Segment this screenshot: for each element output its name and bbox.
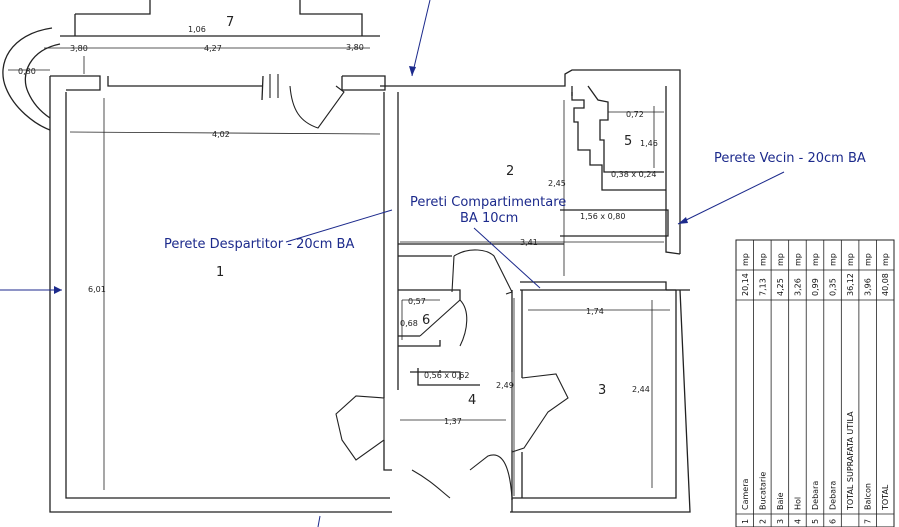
annotation-perete-vecin: Perete Vecin - 20cm BA xyxy=(714,151,866,166)
room-number-4: 4 xyxy=(468,393,476,408)
table-unit: mp xyxy=(741,253,750,266)
balcony-walls xyxy=(60,0,380,37)
outer-wall-top-right xyxy=(341,69,681,254)
table-room-name: Camera xyxy=(741,479,750,510)
table-value: 0,99 xyxy=(811,278,820,296)
table-room-name: Debara xyxy=(811,481,820,510)
table-room-number: 6 xyxy=(829,519,838,524)
dim-bath-tub: 0,38 x 0,24 xyxy=(611,170,656,179)
table-unit: mp xyxy=(776,253,785,266)
dim-room3-width: 1,74 xyxy=(586,307,604,316)
table-room-number: 3 xyxy=(776,519,785,524)
room-number-2: 2 xyxy=(506,164,514,179)
table-room-name: Baie xyxy=(776,492,785,510)
dimension-labels: 1,06 4,27 3,80 3,80 0,80 4,02 6,01 2,45 … xyxy=(18,25,658,426)
room-numbers: 1 2 3 4 5 6 7 xyxy=(216,15,632,408)
doors xyxy=(269,74,569,499)
annotation-perete-despartitor: Perete Despartitor - 20cm BA xyxy=(164,237,354,252)
dimension-lines xyxy=(8,47,670,496)
door-hall-kitchen xyxy=(451,249,513,295)
dim-hall-height: 2,45 xyxy=(548,179,566,188)
table-value: 4,25 xyxy=(776,278,785,296)
table-room-number: 2 xyxy=(758,519,767,524)
room-number-6: 6 xyxy=(422,313,430,328)
table-value: 3,96 xyxy=(864,278,873,296)
dim-pantry-height: 0,68 xyxy=(400,319,418,328)
outer-wall-top xyxy=(50,75,264,101)
dim-balcony-top: 1,06 xyxy=(188,25,206,34)
dim-balcony-width: 4,27 xyxy=(204,44,222,53)
table-value: 3,26 xyxy=(793,278,802,296)
bath-walls xyxy=(571,85,666,191)
closet-box-top xyxy=(560,209,669,237)
room-number-5: 5 xyxy=(624,134,632,149)
dim-room4-width: 1,37 xyxy=(444,417,462,426)
dim-bath-height: 1,46 xyxy=(640,139,658,148)
table-room-name: Bucatarie xyxy=(758,472,767,510)
pantry-inner xyxy=(417,368,480,386)
table-value: 36,12 xyxy=(846,273,855,296)
annotation-ba-10cm: BA 10cm xyxy=(460,211,518,226)
table-unit: mp xyxy=(811,253,820,266)
bottom-wall-right xyxy=(511,290,677,512)
door-pantry xyxy=(419,299,468,347)
door-entrance xyxy=(411,454,513,499)
table-room-name: Hol xyxy=(793,497,802,510)
table-unit: mp xyxy=(758,253,767,266)
table-room-name: Debara xyxy=(829,481,838,510)
dim-balcony-side: 0,80 xyxy=(18,67,36,76)
dim-kitchen-width: 3,41 xyxy=(520,238,538,247)
dim-balcony-right: 3,80 xyxy=(346,43,364,52)
dim-pantry-width: 0,57 xyxy=(408,297,426,306)
table-value: 20,14 xyxy=(741,273,750,296)
room-number-7: 7 xyxy=(226,15,234,30)
table-unit: mp xyxy=(881,253,890,266)
table-value: 0,35 xyxy=(829,278,838,296)
annotations: Perete Vecin - 20cm BA Pereti Compartime… xyxy=(164,151,866,252)
outer-wall-left xyxy=(49,76,392,513)
dim-pantry-box: 0,56 x 0,62 xyxy=(424,371,469,380)
room3-walls xyxy=(511,290,523,500)
door-room1 xyxy=(269,74,345,129)
table-unit: mp xyxy=(864,253,873,266)
dim-room3-height: 2,44 xyxy=(632,385,650,394)
table-room-number: 5 xyxy=(811,519,820,524)
table-value: 40,08 xyxy=(881,273,890,296)
table-room-name: TOTAL SUPRAFATA UTILA xyxy=(846,411,855,511)
table-room-number: 4 xyxy=(793,519,802,524)
table-room-name: TOTAL xyxy=(881,484,890,511)
dim-balcony-left: 3,80 xyxy=(70,44,88,53)
table-room-number: 7 xyxy=(864,519,873,524)
balcony-arc xyxy=(2,27,61,131)
pantry-walls xyxy=(398,289,461,380)
door-bath xyxy=(511,372,569,453)
table-unit: mp xyxy=(829,253,838,266)
annotation-arrows xyxy=(0,0,785,527)
table-unit: mp xyxy=(793,253,802,266)
room-number-3: 3 xyxy=(598,383,606,398)
annotation-pereti-compartimentare: Pereti Compartimentare xyxy=(410,195,566,210)
room-number-1: 1 xyxy=(216,265,224,280)
dim-bath-box: 1,56 x 0,80 xyxy=(580,212,625,221)
table-unit: mp xyxy=(846,253,855,266)
dim-bath-width: 0,72 xyxy=(626,110,644,119)
kitchen-bottom-wall xyxy=(398,243,676,291)
table-value: 7,13 xyxy=(758,278,767,296)
outer-wall-right xyxy=(510,86,691,513)
table-room-name: Balcon xyxy=(864,483,873,510)
table-room-number: 1 xyxy=(741,519,750,524)
walls xyxy=(2,0,691,513)
door-hall-bottom xyxy=(335,395,385,461)
arrowheads xyxy=(54,66,688,294)
dim-room1-height: 6,01 xyxy=(88,285,106,294)
partition-wall-main xyxy=(383,92,399,471)
dim-room4-height: 2,49 xyxy=(496,381,514,390)
dim-room1-width: 4,02 xyxy=(212,130,230,139)
